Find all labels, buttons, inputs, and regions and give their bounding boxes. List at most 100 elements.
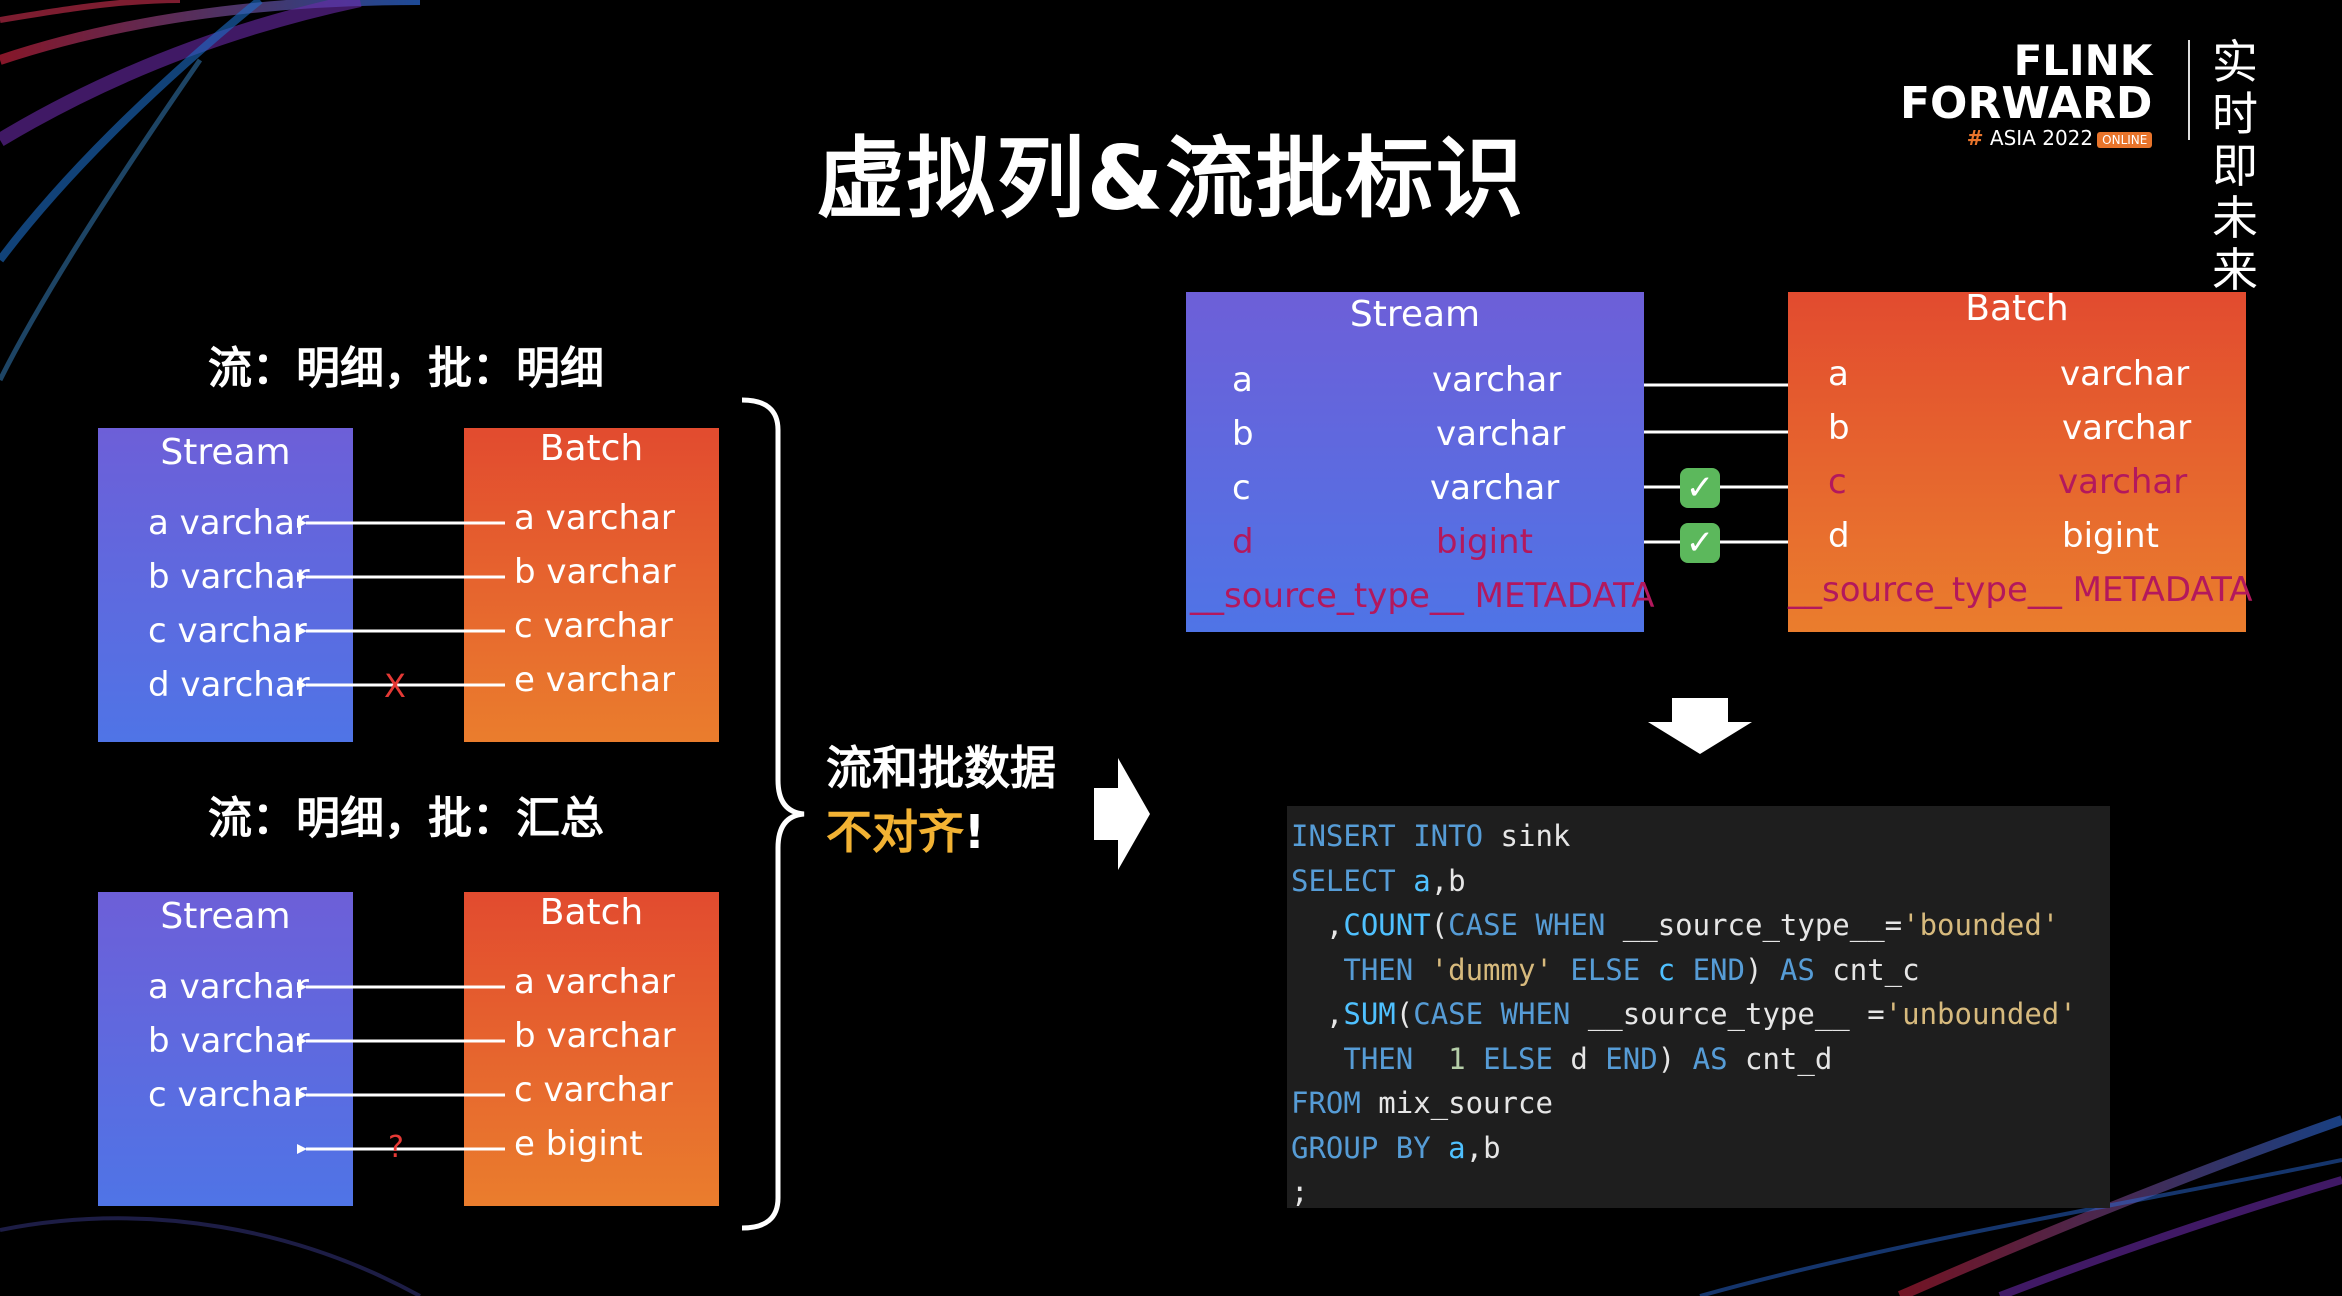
sql-l2-a: a — [1395, 863, 1431, 898]
sql-l6-rest: cnt_d — [1727, 1041, 1833, 1076]
conclusion-bang: ! — [964, 805, 985, 859]
sql-l4-kw4: AS — [1779, 952, 1815, 987]
sql-l4-rest: cnt_c — [1814, 952, 1920, 987]
sql-l6-num: 1 — [1413, 1041, 1466, 1076]
sql-l5-kw1: CASE WHEN — [1413, 997, 1571, 1031]
sql-l1-rest: sink — [1483, 819, 1571, 853]
sql-l4-str: 'dummy' — [1413, 952, 1553, 987]
unknown-question-mark: ? — [388, 1130, 404, 1165]
sql-l7-kw: FROM — [1291, 1086, 1361, 1120]
right-batch-name-d: d — [1828, 516, 1850, 556]
right-stream-name-d: d — [1232, 522, 1254, 562]
case2-batch-box: Batch a varchar b varchar c varchar e bi… — [464, 892, 719, 1206]
right-batch-type-c: varchar — [2058, 462, 2188, 502]
sql-l9: ; — [1291, 1175, 1309, 1209]
case1-batch-row-a: a varchar — [514, 498, 675, 538]
right-stream-name-a: a — [1232, 360, 1253, 400]
right-batch-name-a: a — [1828, 354, 1849, 394]
logo-flink: FLINK — [2013, 36, 2153, 85]
sql-code-block: INSERT INTO sink SELECT a,b ,COUNT(CASE … — [1287, 806, 2110, 1209]
sql-l6-kw1: THEN — [1291, 1041, 1414, 1076]
case1-stream-row-c: c varchar — [148, 611, 307, 651]
case2-label: 流：明细，批：汇总 — [208, 793, 604, 844]
case1-stream-row-a: a varchar — [148, 503, 309, 543]
right-stream-type-a: varchar — [1432, 360, 1562, 400]
right-batch-type-d: bigint — [2062, 516, 2159, 556]
case1-stream-box: Stream a varchar b varchar c varchar d v… — [98, 428, 353, 742]
sql-l3-p: ( — [1430, 908, 1449, 942]
sql-l5-pre: , — [1291, 997, 1344, 1031]
case2-stream-box: Stream a varchar b varchar c varchar — [98, 892, 353, 1206]
right-arrow-shape — [1094, 758, 1150, 870]
case1-batch-row-b: b varchar — [514, 552, 676, 592]
sql-l5-mid: __source_type__ = — [1570, 997, 1885, 1031]
right-batch-type-a: varchar — [2060, 354, 2190, 394]
case2-batch-title: Batch — [539, 892, 644, 933]
check-mark-icon-d: ✓ — [1680, 523, 1720, 563]
case2-batch-row-a: a varchar — [514, 962, 675, 1002]
check-mark-icon-c: ✓ — [1680, 468, 1720, 508]
down-arrow-shape — [1648, 698, 1752, 754]
right-batch-name-b: b — [1828, 408, 1850, 448]
case2-stream-row-c: c varchar — [148, 1075, 307, 1115]
sql-l5-str: 'unbounded' — [1884, 997, 2077, 1031]
case1-stream-title: Stream — [160, 432, 291, 473]
sql-l4-c: c — [1640, 952, 1676, 987]
case1-batch-box: Batch a varchar b varchar c varchar e va… — [464, 428, 719, 742]
sql-l6-p: ) — [1657, 1041, 1693, 1076]
logo-online-badge: ONLINE — [2097, 131, 2153, 148]
sql-l5-fn: SUM — [1343, 997, 1396, 1031]
mismatch-x-mark: X — [384, 667, 406, 705]
logo-slogan: 实时即未来 — [2212, 35, 2258, 297]
case2-batch-row-e: e bigint — [514, 1124, 643, 1164]
right-batch-name-c: c — [1828, 462, 1847, 502]
case1-stream-row-d: d varchar — [148, 665, 310, 705]
case1-batch-title: Batch — [539, 428, 644, 469]
sql-l6-kw3: END — [1587, 1041, 1658, 1076]
case1-stream-row-b: b varchar — [148, 557, 310, 597]
sql-l6-kw2: ELSE — [1465, 1041, 1553, 1076]
right-stream-name-b: b — [1232, 414, 1254, 454]
sql-l3-mid: __source_type__= — [1605, 908, 1903, 942]
right-batch-title: Batch — [1965, 288, 2069, 329]
sql-l3-pre: , — [1291, 908, 1344, 942]
logo-hash: # — [1966, 126, 1984, 150]
case1-label: 流：明细，批：明细 — [208, 343, 604, 394]
conclusion-line1: 流和批数据 — [826, 741, 1056, 795]
right-batch-type-b: varchar — [2062, 408, 2192, 448]
case2-batch-row-c: c varchar — [514, 1070, 673, 1110]
sql-l6-d: d — [1552, 1041, 1588, 1076]
page-title: 虚拟列&流批标识 — [816, 127, 1526, 230]
right-batch-metadata: __source_type__ METADATA — [1788, 570, 2253, 610]
case2-stream-row-b: b varchar — [148, 1021, 310, 1061]
sql-l4-kw1: THEN — [1291, 952, 1414, 987]
sql-l2-kw: SELECT — [1291, 863, 1396, 898]
sql-l1-kw: INSERT INTO — [1291, 819, 1484, 853]
logo-event-name: ASIA 2022 — [1989, 126, 2094, 150]
right-stream-name-c: c — [1232, 468, 1251, 508]
sql-l6-kw4: AS — [1692, 1041, 1728, 1076]
case2-stream-title: Stream — [160, 896, 291, 937]
case1-batch-row-c: c varchar — [514, 606, 673, 646]
case2-batch-row-b: b varchar — [514, 1016, 676, 1056]
logo-divider — [2188, 40, 2190, 140]
right-stream-type-b: varchar — [1436, 414, 1566, 454]
right-stream-type-d: bigint — [1436, 522, 1533, 562]
conclusion-highlight: 不对齐 — [826, 805, 964, 859]
sql-l4-p: ) — [1744, 952, 1780, 987]
sql-l3-str: 'bounded' — [1902, 908, 2060, 942]
sql-l8-a: a — [1430, 1130, 1466, 1165]
sql-l2-rest: ,b — [1430, 863, 1466, 898]
brace — [741, 397, 805, 1231]
conclusion-text: 流和批数据 不对齐! — [826, 736, 1056, 864]
sql-l4-kw3: END — [1675, 952, 1745, 987]
sql-code: INSERT INTO sink SELECT a,b ,COUNT(CASE … — [1287, 806, 2110, 1215]
right-stream-title: Stream — [1349, 294, 1481, 335]
case2-stream-row-a: a varchar — [148, 967, 309, 1007]
sql-l5-p: ( — [1395, 997, 1414, 1031]
sql-l3-kw1: CASE WHEN — [1448, 908, 1606, 942]
sql-l3-fn: COUNT — [1343, 908, 1431, 942]
